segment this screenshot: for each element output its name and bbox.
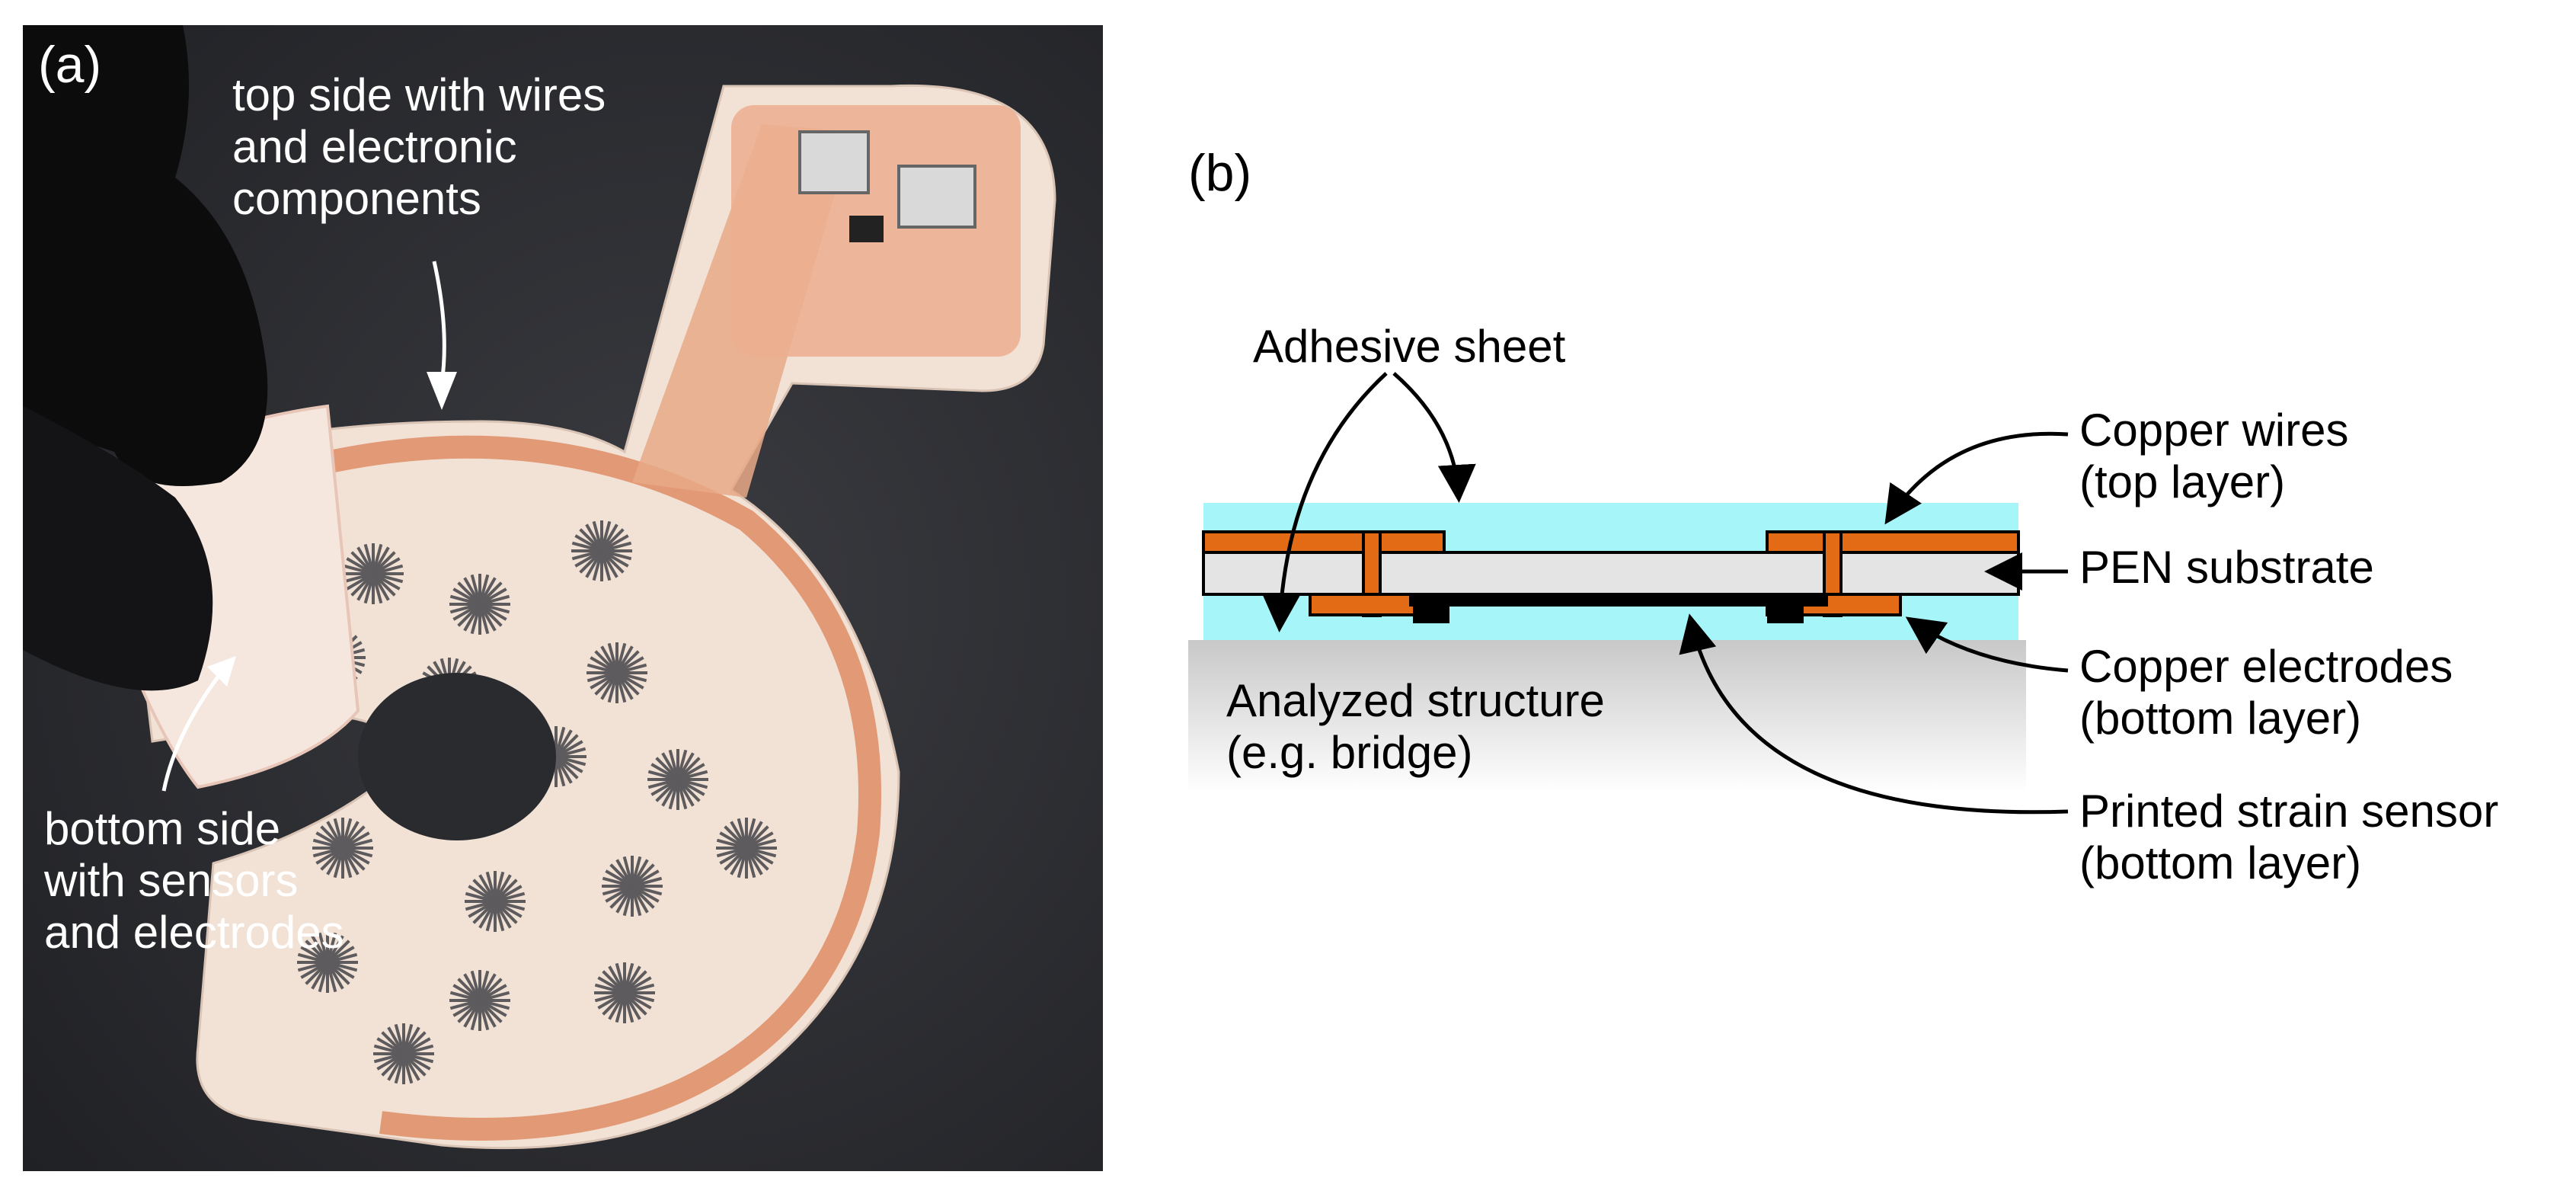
strain-sensor <box>1409 596 1828 607</box>
copper-wire-right <box>1766 530 2020 554</box>
strain-sensor-rosette <box>602 856 663 917</box>
glove-hand-icon <box>23 25 268 486</box>
sensor-pad-left <box>1413 607 1449 623</box>
cross-section-panel: (b) Adhesive sheet Copper wires (top lay… <box>1158 0 2576 1194</box>
strain-sensor-rosette <box>586 642 647 703</box>
top-note-line-3: components <box>232 173 481 224</box>
strain-sensor-rosette <box>297 932 358 993</box>
strain-sensor-rosette <box>647 749 708 810</box>
copper-electrodes-label: Copper electrodes <box>2079 641 2453 692</box>
strain-sensor-rosette <box>449 970 510 1031</box>
bottom-note-line-2: with sensors <box>43 855 298 906</box>
strain-sensor-rosette <box>465 871 526 932</box>
arrow-icon <box>1884 431 2069 525</box>
center-hole <box>358 673 556 840</box>
arrow-icon <box>161 671 223 792</box>
adhesive-label: Adhesive sheet <box>1253 321 1566 372</box>
component-pad <box>798 130 870 194</box>
cross-section-diagram: (b) Adhesive sheet Copper wires (top lay… <box>1188 144 2498 888</box>
structure-label: Analyzed structure <box>1226 675 1605 726</box>
photo-panel: (a) top side with wires and electronic c… <box>23 25 1103 1171</box>
arrow-icon <box>432 261 446 384</box>
strain-sensor-rosette <box>594 962 655 1023</box>
pen-substrate <box>1202 551 2020 596</box>
flexible-pcb-photo: (a) top side with wires and electronic c… <box>23 25 1103 1171</box>
top-note-line-2: and electronic <box>232 121 517 172</box>
pen-substrate-label: PEN substrate <box>2079 542 2374 593</box>
bottom-note-line-3: and electrodes <box>44 907 344 958</box>
strain-sensor-rosette <box>373 1023 434 1084</box>
copper-wire-left <box>1202 530 1446 554</box>
structure-sublabel: (e.g. bridge) <box>1226 727 1473 778</box>
arrow-icon <box>1679 613 2069 815</box>
glove-hand-icon <box>23 406 213 691</box>
arrow-icon <box>427 372 457 410</box>
strain-sensor-rosette <box>343 543 404 604</box>
copper-electrodes-sublabel: (bottom layer) <box>2079 693 2361 744</box>
strain-sensor-sublabel: (bottom layer) <box>2079 837 2361 888</box>
panel-tag: (b) <box>1188 144 1251 202</box>
strain-sensor-rosette <box>449 574 510 635</box>
strain-sensor-rosette <box>571 520 632 581</box>
bottom-note-line-1: bottom side <box>44 803 280 854</box>
arrow-icon <box>207 656 236 687</box>
copper-ring <box>225 435 881 1141</box>
arrow-icon <box>1261 372 1388 632</box>
copper-wires-sublabel: (top layer) <box>2079 456 2285 507</box>
strain-sensor-label: Printed strain sensor <box>2079 786 2498 837</box>
strain-sensor-rosette <box>716 818 777 879</box>
component-pad <box>897 165 976 229</box>
analyzed-structure <box>1188 640 2026 792</box>
arrow-icon <box>1905 616 2069 673</box>
strain-sensor-rosette <box>312 818 373 879</box>
chip-component <box>849 216 884 242</box>
arrow-icon <box>1392 372 1476 503</box>
top-note-line-1: top side with wires <box>232 69 606 120</box>
panel-tag: (a) <box>38 36 101 94</box>
copper-wires-label: Copper wires <box>2079 405 2348 456</box>
sensor-pad-right <box>1767 607 1804 623</box>
